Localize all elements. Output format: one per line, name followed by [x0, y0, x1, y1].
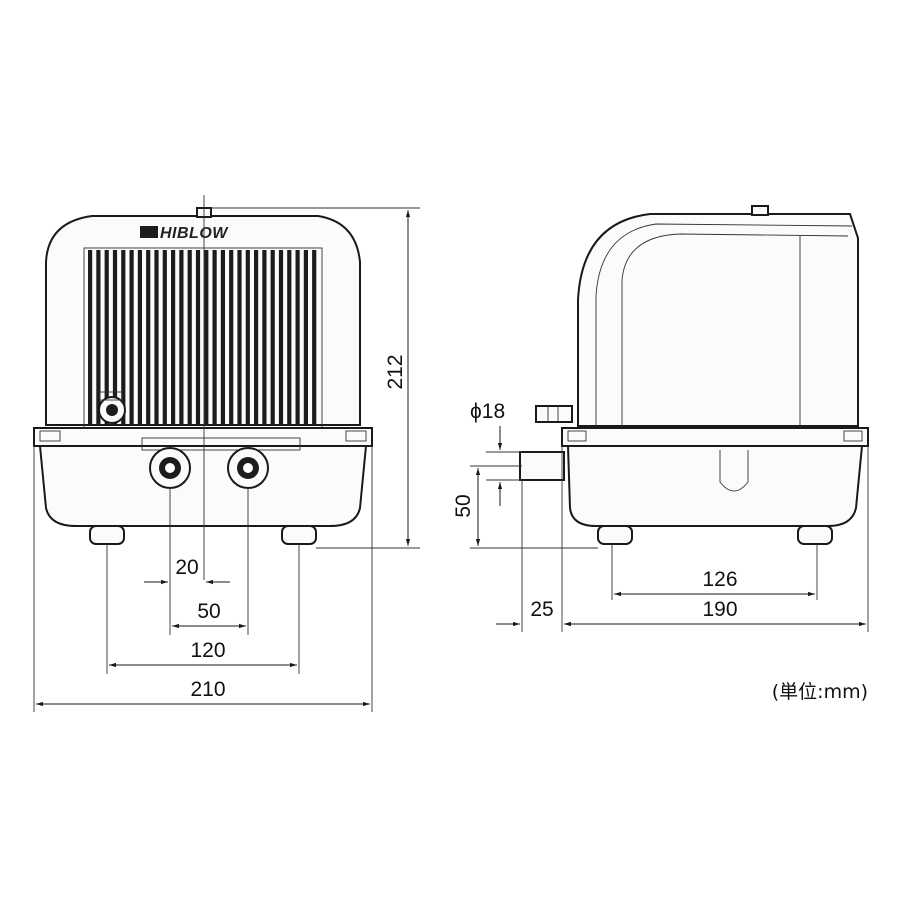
side-foot-right [797, 525, 833, 545]
fin [212, 250, 217, 426]
fin [287, 250, 292, 426]
fin [146, 250, 151, 426]
fin [303, 250, 308, 426]
fin [121, 250, 126, 426]
side-valve [535, 405, 573, 423]
dim-120-label: 120 [190, 639, 225, 662]
height-dim-label: 212 [384, 354, 407, 389]
side-lower-housing [566, 445, 864, 527]
side-cover [577, 213, 859, 427]
fin [88, 250, 93, 426]
fin [171, 250, 176, 426]
phi-18-label: ϕ18 [470, 400, 505, 423]
fin [220, 250, 225, 426]
fin [187, 250, 192, 426]
side-cover-inner-curve [621, 233, 849, 426]
side-base-plate [561, 427, 869, 447]
side-view [519, 205, 869, 545]
fin [262, 250, 267, 426]
air-port-right-bore [243, 463, 253, 473]
cooling-fins [88, 250, 317, 426]
fin [204, 250, 209, 426]
front-base-plate [33, 427, 373, 447]
side-foot-left [597, 525, 633, 545]
front-base-tab-right [345, 430, 367, 442]
dim-25-label: 25 [530, 598, 553, 621]
dim-210-label: 210 [190, 678, 225, 701]
fin [312, 250, 317, 426]
front-valve-cap [99, 391, 123, 401]
side-dimensions: ϕ18 50 126 25 190 [452, 400, 869, 632]
front-foot-left [89, 525, 125, 545]
side-housing-slot [719, 450, 749, 492]
fin [254, 250, 259, 426]
fin [112, 250, 118, 426]
fin [295, 250, 300, 426]
fin [179, 250, 184, 426]
fin [278, 250, 284, 426]
logo-mark [140, 226, 158, 238]
fin [96, 250, 101, 426]
unit-label: (単位:mm) [772, 681, 868, 703]
dim-190-label: 190 [702, 598, 737, 621]
dim-50-label: 50 [197, 600, 220, 623]
fin [237, 250, 242, 426]
logo-text: HIBLOW [160, 225, 229, 242]
front-foot-right [281, 525, 317, 545]
fin [137, 250, 142, 426]
air-port-left-bore [165, 463, 175, 473]
front-dimensions: 212 20 50 120 210 [33, 195, 420, 712]
side-cover-outer-curve [595, 223, 853, 426]
dim-126-label: 126 [702, 568, 737, 591]
front-ports [149, 447, 269, 489]
side-top-knob [751, 205, 769, 216]
fin [195, 250, 201, 426]
fin [129, 250, 134, 426]
front-view: HIBLOW [33, 207, 373, 545]
fin [229, 250, 234, 426]
side-outlet-nozzle [519, 451, 565, 481]
side-dim-50-label: 50 [452, 494, 475, 517]
hiblow-logo: HIBLOW [140, 225, 229, 242]
dim-20-label: 20 [175, 556, 198, 579]
side-base-tab-left [567, 430, 587, 442]
fin [270, 250, 275, 426]
fin [154, 250, 159, 426]
front-valve-center [106, 404, 118, 416]
fin [104, 250, 109, 426]
front-base-tab-left [39, 430, 61, 442]
fin [162, 250, 167, 426]
front-lower-housing [38, 445, 368, 527]
side-base-tab-right [843, 430, 863, 442]
front-port-bracket [141, 437, 301, 451]
fin [245, 250, 250, 426]
